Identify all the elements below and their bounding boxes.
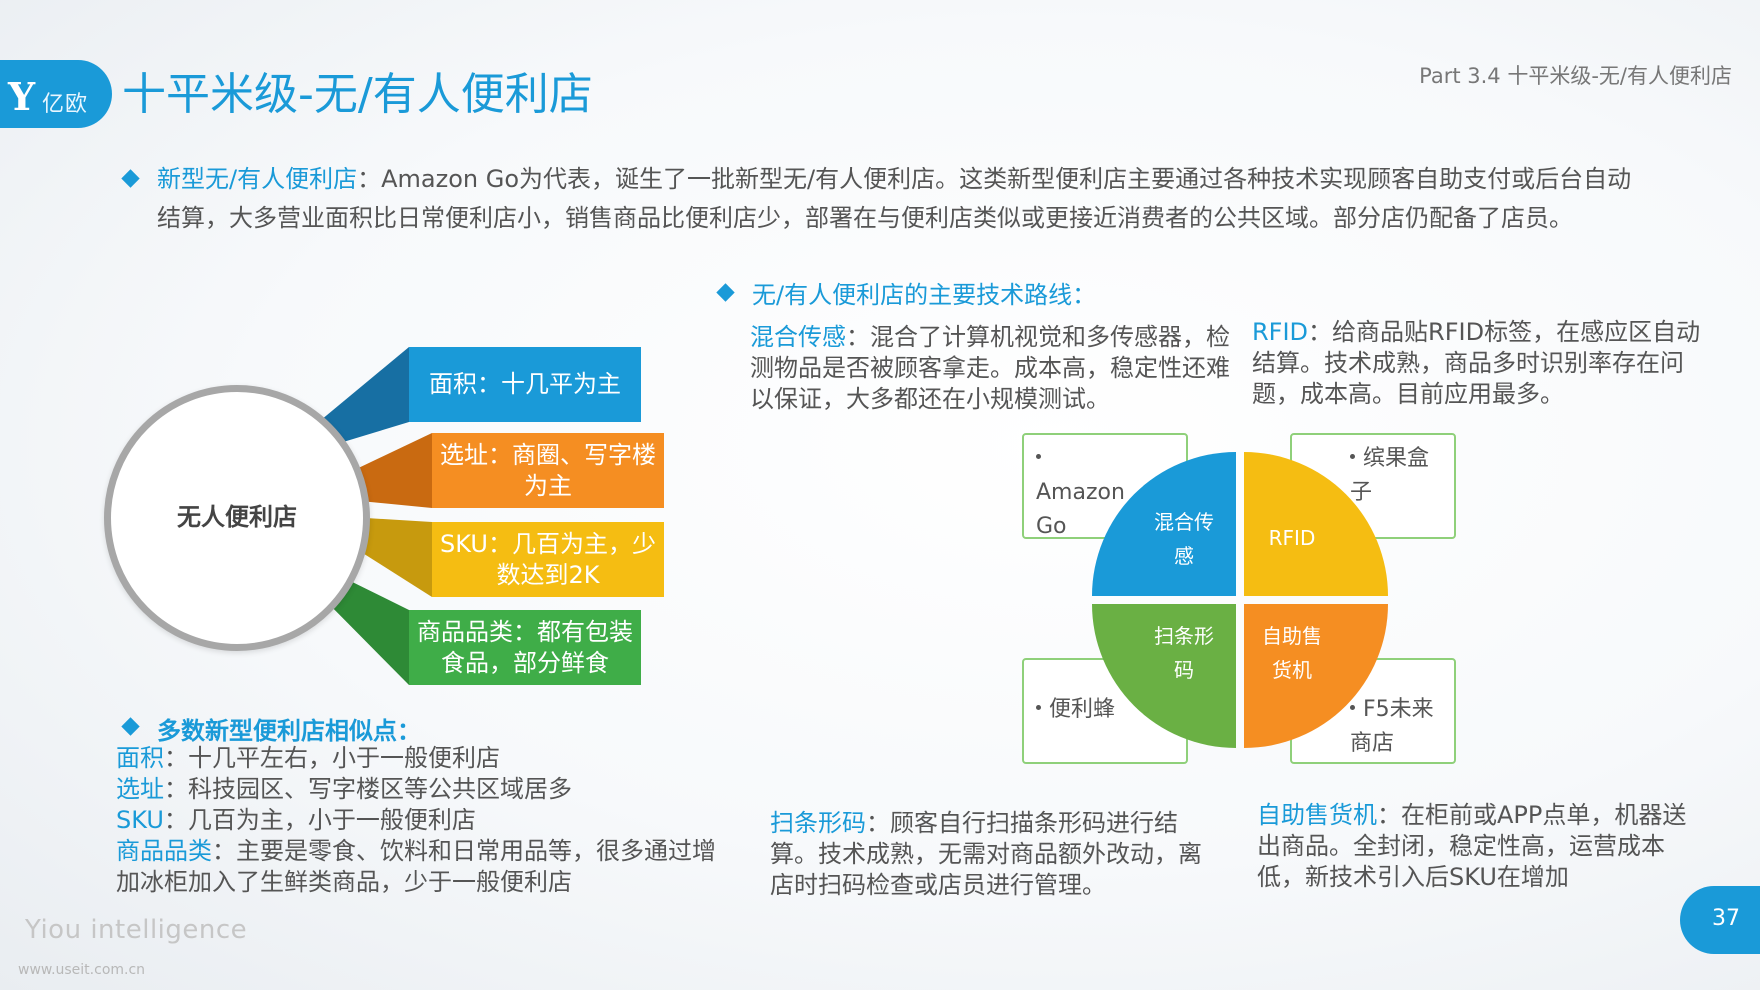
intro-paragraph: 新型无/有人便利店：Amazon Go为代表，诞生了一批新型无/有人便利店。这类… (157, 160, 1637, 238)
list-item-text: ：几百为主，小于一般便利店 (163, 806, 476, 834)
feature-box-location: 选址：商圈、写字楼为主 (432, 433, 664, 508)
feature-box-category: 商品品类：都有包装食品，部分鲜食 (409, 610, 641, 685)
list-item: SKU：几百为主，小于一般便利店 (116, 805, 716, 836)
watermark: www.useit.com.cn (18, 962, 146, 978)
desc-vending: 自助售货机：在柜前或APP点单，机器送出商品。全封闭，稳定性高，运营成本低，新技… (1257, 800, 1697, 893)
list-item-text: ：科技园区、写字楼区等公共区域居多 (164, 775, 572, 803)
center-circle (104, 385, 370, 651)
tech-quadrant-diagram: 混合传感 RFID 扫条形码 自助售货机 (1092, 452, 1388, 748)
brand-footer: Yiou intelligence (25, 915, 248, 945)
center-circle-label: 无人便利店 (177, 503, 297, 531)
page-title: 十平米级-无/有人便利店 (122, 69, 593, 120)
quadrant-label-line: 混合传 (1154, 510, 1214, 534)
desc-key: 自助售货机 (1257, 801, 1377, 829)
desc-key: 扫条形码 (770, 809, 866, 837)
desc-text: ：混合了计算机视觉和多传感器，检测物品是否被顾客拿走。成本高，稳定性还难以保证，… (750, 323, 1230, 413)
intro-text: ：Amazon Go为代表，诞生了一批新型无/有人便利店。这类新型便利店主要通过… (157, 165, 1632, 232)
desc-key: RFID (1252, 318, 1309, 346)
desc-rfid: RFID：给商品贴RFID标签，在感应区自动结算。技术成熟，商品多时识别率存在问… (1252, 317, 1702, 410)
similarities-title: 多数新型便利店相似点： (157, 717, 421, 745)
list-item: 选址：科技园区、写字楼区等公共区域居多 (116, 774, 716, 805)
connector-location (350, 433, 432, 508)
quadrant-label-rfid: RFID (1269, 526, 1316, 550)
quadrant-rfid (1244, 452, 1388, 596)
list-item: 面积：十几平左右，小于一般便利店 (116, 743, 716, 774)
quadrant-label-line: 码 (1174, 658, 1194, 682)
page-number-tab (1680, 886, 1760, 954)
desc-text: ：在柜前或APP点单，机器送出商品。全封闭，稳定性高，运营成本低，新技术引入后S… (1257, 801, 1687, 891)
similarities-list: 面积：十几平左右，小于一般便利店 选址：科技园区、写字楼区等公共区域居多 SKU… (116, 743, 716, 898)
quadrant-vending (1244, 604, 1388, 748)
example-text: 便利蜂 (1049, 697, 1116, 722)
page-number: 37 (1712, 906, 1740, 931)
list-item-key: 面积 (116, 744, 164, 772)
section-label: Part 3.4 十平米级-无/有人便利店 (1419, 64, 1732, 88)
desc-text: ：顾客自行扫描条形码进行结算。技术成熟，无需对商品额外改动，离店时扫码检查或店员… (770, 809, 1202, 899)
example-text: 缤果盒子 (1350, 446, 1430, 505)
example-text: F5未来商店 (1350, 697, 1434, 756)
quadrant-label-line: 扫条形 (1154, 624, 1214, 648)
logo-text: 亿欧 (42, 92, 89, 117)
quadrant-label-line: 感 (1174, 544, 1194, 568)
quadrant-label-line: 货机 (1272, 658, 1312, 682)
tech-title: 无/有人便利店的主要技术路线： (752, 281, 1097, 309)
quadrant-label-line: 自助售 (1262, 624, 1322, 648)
feature-box-area: 面积：十几平为主 (409, 347, 641, 422)
list-item: 商品品类：主要是零食、饮料和日常用品等，很多通过增加冰柜加入了生鲜类商品，少于一… (116, 836, 716, 898)
connector-sku (350, 517, 432, 597)
list-item-key: SKU (116, 806, 164, 834)
list-item-text: ：十几平左右，小于一般便利店 (164, 744, 500, 772)
quadrant-hybrid-sensing (1092, 452, 1236, 596)
intro-label: 新型无/有人便利店 (157, 165, 358, 193)
quadrant-label-vending: 自助售货机 (1262, 624, 1322, 682)
desc-text: ：给商品贴RFID标签，在感应区自动结算。技术成熟，商品多时识别率存在问题，成本… (1252, 318, 1701, 408)
connector-area (315, 347, 409, 446)
list-item-text: ：主要是零食、饮料和日常用品等，很多通过增加冰柜加入了生鲜类商品，少于一般便利店 (116, 837, 716, 896)
example-text: Amazon Go (1036, 480, 1125, 539)
feature-box-sku: SKU：几百为主，少数达到2K (432, 522, 664, 597)
list-item-key: 选址 (116, 775, 164, 803)
logo-tab (0, 60, 112, 128)
desc-barcode: 扫条形码：顾客自行扫描条形码进行结算。技术成熟，无需对商品额外改动，离店时扫码检… (770, 808, 1220, 901)
quadrant-label-barcode: 扫条形码 (1154, 624, 1214, 682)
list-item-key: 商品品类 (116, 837, 212, 865)
desc-key: 混合传感 (750, 323, 846, 351)
desc-hybrid-sensing: 混合传感：混合了计算机视觉和多传感器，检测物品是否被顾客拿走。成本高，稳定性还难… (750, 322, 1250, 415)
logo-mark: Y (8, 74, 36, 119)
quadrant-label-hybrid: 混合传感 (1154, 510, 1214, 568)
quadrant-barcode (1092, 604, 1236, 748)
